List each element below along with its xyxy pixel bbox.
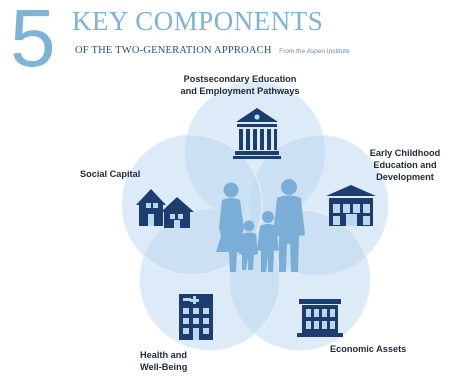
label-early-childhood: Early Childhood Education and Developmen…: [360, 147, 450, 183]
school-building-icon: [326, 185, 376, 226]
label-line: and Employment Pathways: [180, 86, 300, 96]
label-economic-assets: Economic Assets: [330, 343, 406, 355]
neighborhood-houses-icon: [136, 189, 194, 228]
family-silhouette-icon: [216, 179, 305, 272]
page-subtitle: OF THE TWO-GENERATION APPROACH: [75, 45, 272, 56]
hospital-building-icon: [179, 294, 213, 340]
label-social-capital: Social Capital: [80, 168, 140, 180]
page-title: KEY COMPONENTS: [72, 6, 324, 36]
university-building-icon: [233, 108, 281, 159]
big-number-five: 5: [10, 0, 56, 84]
label-line: Social Capital: [80, 169, 141, 179]
subtitle-row: OF THE TWO-GENERATION APPROACH From the …: [75, 40, 350, 58]
label-postsecondary: Postsecondary Education and Employment P…: [150, 73, 330, 97]
source-credit: From the Aspen Institute: [279, 48, 350, 55]
label-line: Early Childhood: [369, 148, 441, 158]
label-health: Health and Well-Being: [140, 349, 187, 373]
label-line: Postsecondary Education: [183, 74, 297, 84]
label-line: Development: [376, 172, 434, 182]
bank-building-icon: [297, 299, 343, 337]
label-line: Health and: [140, 350, 187, 360]
label-line: Well-Being: [140, 362, 188, 372]
label-line: Education and: [373, 160, 437, 170]
label-line: Economic Assets: [330, 344, 407, 354]
